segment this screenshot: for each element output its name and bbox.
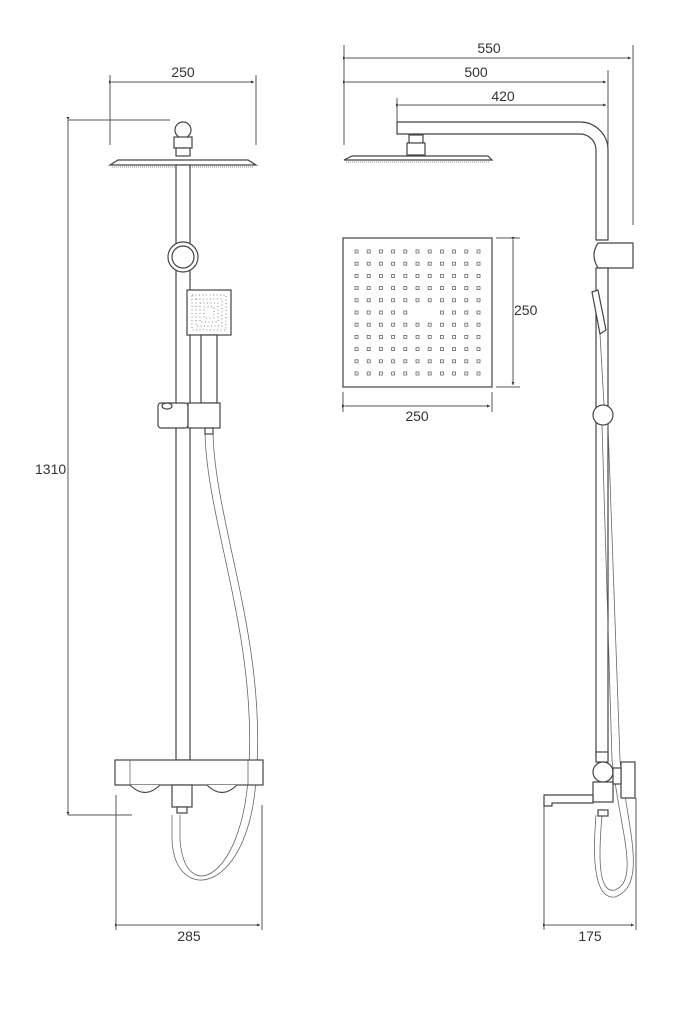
hand-shower-nozzles — [191, 294, 227, 331]
dim-arm-to-pipe: 500 — [464, 64, 488, 80]
dim-mixer-width: 285 — [177, 928, 201, 944]
nozzle-grid — [354, 249, 481, 376]
dim-plan-height: 250 — [514, 302, 538, 318]
square-shower-head-plan — [342, 237, 520, 412]
dim-total-height: 1310 — [35, 461, 67, 477]
front-view — [66, 75, 264, 930]
side-view — [343, 45, 637, 930]
dim-total-depth: 550 — [477, 40, 501, 56]
dim-mixer-depth: 175 — [578, 928, 602, 944]
dim-plan-width: 250 — [405, 408, 429, 424]
dim-front-head-width: 250 — [171, 64, 195, 80]
dim-arm-length: 420 — [491, 88, 515, 104]
